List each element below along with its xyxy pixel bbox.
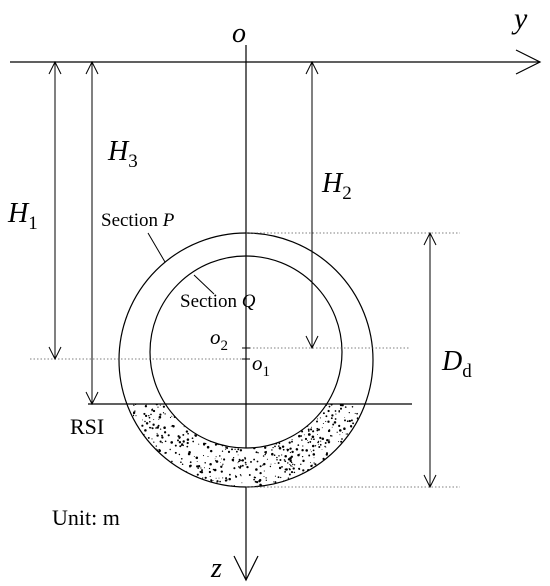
y-axis-arrowhead xyxy=(515,49,542,75)
z-axis-label: z xyxy=(210,553,222,584)
dd-label: Dd xyxy=(441,346,472,382)
o2-label: o2 xyxy=(210,325,228,354)
h3-dimension-arrow xyxy=(85,60,99,406)
h2-label: H2 xyxy=(321,168,352,204)
section-q-leader xyxy=(193,274,215,295)
section-p-leader xyxy=(147,232,166,263)
rsi-label: RSI xyxy=(70,414,104,439)
dd-dimension-arrow xyxy=(423,231,437,489)
section-q-label: Section Q xyxy=(180,291,256,312)
h1-dimension-arrow xyxy=(48,60,62,361)
origin-label: o xyxy=(232,18,246,49)
h2-dimension-arrow xyxy=(305,60,319,350)
h3-label: H3 xyxy=(107,136,138,172)
o1-label: o1 xyxy=(252,351,270,380)
h1-label: H1 xyxy=(7,198,38,234)
unit-label: Unit: m xyxy=(52,505,120,530)
section-p-label: Section P xyxy=(101,210,175,231)
z-axis-arrowhead xyxy=(233,555,259,582)
section-q-inner-circle xyxy=(149,255,343,449)
y-axis-label: y xyxy=(511,2,528,35)
